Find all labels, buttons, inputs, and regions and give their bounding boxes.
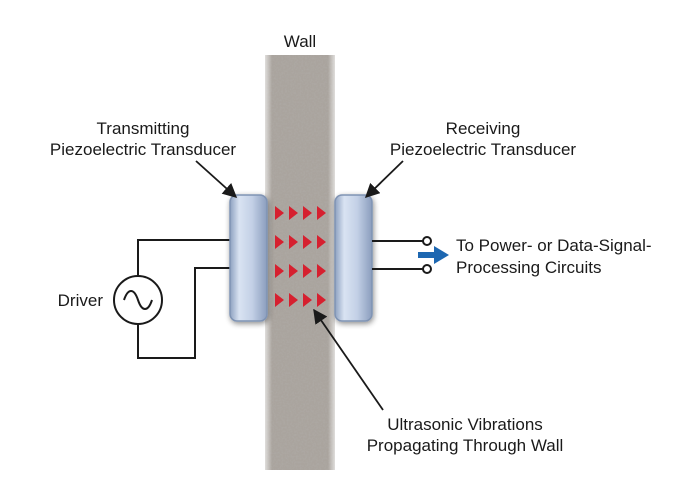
vibration-arrow [317, 206, 326, 220]
wire-upper [137, 239, 230, 276]
output-terminals [372, 236, 432, 274]
vibration-arrow [289, 264, 298, 278]
output-terminal-upper [422, 236, 432, 246]
vibrations-pointer [313, 308, 384, 411]
output-arrow-icon [418, 246, 449, 264]
wall [262, 55, 338, 470]
wall-fade-right [328, 55, 338, 470]
output-terminal-lower [422, 264, 432, 274]
output-arrow-shaft [418, 252, 436, 258]
pointer-lines [195, 160, 404, 411]
vibration-arrow [303, 264, 312, 278]
wall-label: Wall [284, 32, 316, 51]
transmitting-label-line2: Piezoelectric Transducer [50, 140, 236, 159]
driver-wires [137, 239, 230, 359]
driver-label: Driver [58, 291, 104, 310]
wall-body [265, 55, 335, 470]
vibration-arrow [289, 293, 298, 307]
wire-lower [137, 267, 230, 359]
vibration-arrow [303, 235, 312, 249]
vibration-arrow [317, 293, 326, 307]
vibrations-label-line2: Propagating Through Wall [367, 436, 564, 455]
vibration-arrow [317, 264, 326, 278]
vibration-arrow [289, 235, 298, 249]
vibration-arrow [275, 293, 284, 307]
sine-wave-icon [123, 290, 153, 310]
vibration-arrow [303, 206, 312, 220]
vibration-arrow [275, 206, 284, 220]
transmitting-label-line1: Transmitting [97, 119, 190, 138]
vibrations-label-line1: Ultrasonic Vibrations [387, 415, 543, 434]
vibration-arrow [317, 235, 326, 249]
vibration-arrow [275, 264, 284, 278]
receiving-transducer [334, 194, 373, 322]
output-label-line2: Processing Circuits [456, 258, 602, 277]
receiving-label-line1: Receiving [446, 119, 521, 138]
output-arrow-head [434, 246, 449, 264]
output-label-line1: To Power- or Data-Signal- [456, 236, 652, 255]
transmitting-pointer [195, 160, 238, 198]
transmitting-transducer [229, 194, 268, 322]
receiving-label-line2: Piezoelectric Transducer [390, 140, 576, 159]
driver-source [113, 275, 163, 325]
ultrasonic-vibration-arrows [275, 206, 326, 307]
receiving-pointer [364, 160, 404, 199]
vibration-arrow [289, 206, 298, 220]
vibration-arrow [303, 293, 312, 307]
vibration-arrow [275, 235, 284, 249]
